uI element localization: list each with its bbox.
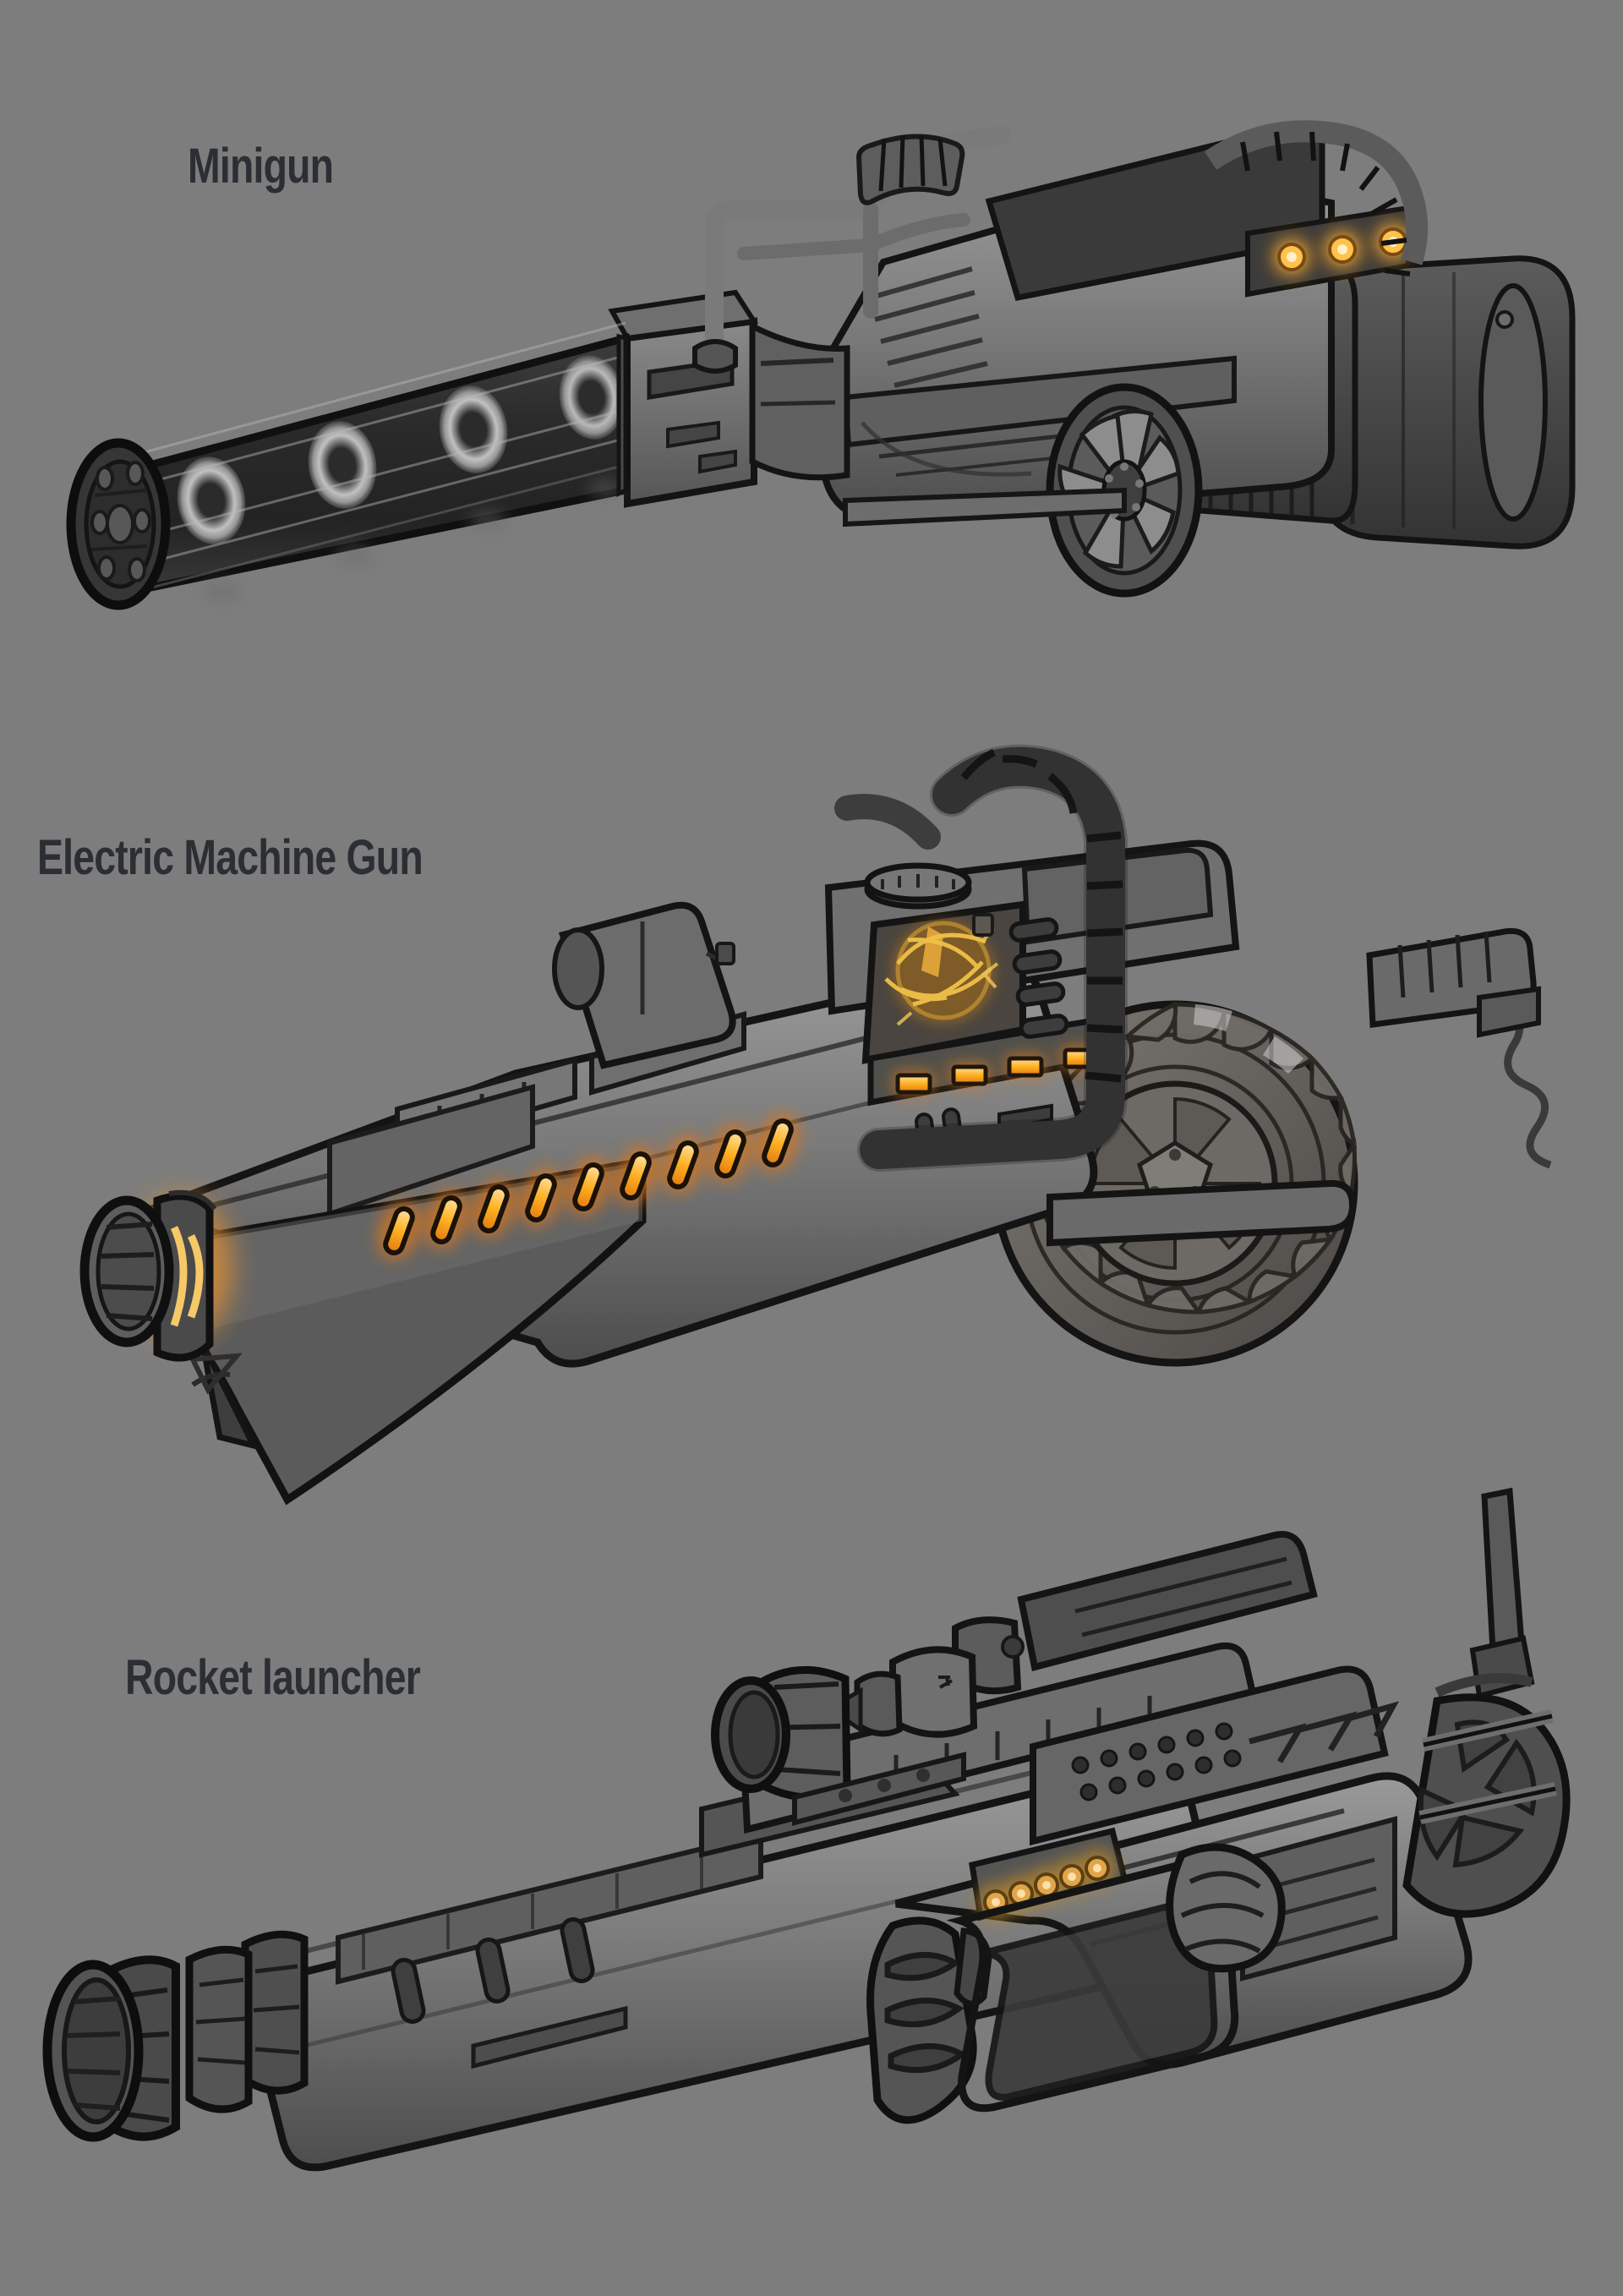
minigun-vent-rings xyxy=(177,355,625,544)
emg-armored-hose xyxy=(834,744,1128,1172)
minigun-barrel-shroud xyxy=(66,321,630,610)
weapon-label-electric-machine-gun: Electric Machine Gun xyxy=(37,830,424,885)
rl-pistol-grip xyxy=(866,1916,977,2124)
rl-rear-exhaust-cluster xyxy=(1402,1693,1571,1918)
minigun-rear-canister xyxy=(1315,255,1576,549)
electric-machine-gun-artwork xyxy=(79,744,1552,1506)
minigun-handle-grip-wrap xyxy=(855,134,965,205)
emg-energy-core-window xyxy=(861,900,1026,1064)
rl-muzzle-brake xyxy=(42,1955,180,2142)
minigun-ammo-feed-box xyxy=(608,289,759,508)
minigun-barrel-collar xyxy=(616,321,850,498)
emg-tail-block xyxy=(1477,986,1541,1038)
rl-antenna xyxy=(1434,1487,1535,1699)
weapon-label-rocket-launcher: Rocket launcher xyxy=(125,1650,421,1705)
emg-heat-vent-strip xyxy=(377,1112,800,1260)
weapon-label-minigun: Minigun xyxy=(188,139,334,194)
minigun-artwork xyxy=(66,120,1576,610)
minigun-indicator-light-panel xyxy=(1245,205,1418,298)
emg-spring-coil xyxy=(1495,1002,1552,1169)
minigun-rotary-turbine-wheel xyxy=(843,383,1203,598)
emg-slot-vents xyxy=(1008,917,1069,1039)
rocket-launcher-artwork xyxy=(42,1487,1571,2172)
minigun-coolant-hose xyxy=(1204,120,1429,276)
rl-barrel-rings xyxy=(185,1930,309,2113)
emg-capacitor-canister xyxy=(552,901,736,1069)
emg-ribbed-muzzle xyxy=(79,1189,232,1362)
minigun-receiver-body xyxy=(820,131,1335,523)
minigun-muzzle-face xyxy=(66,438,171,610)
emg-grip-rail xyxy=(1046,1179,1357,1247)
rl-charging-handle xyxy=(1166,1843,1286,1973)
rl-optical-scope xyxy=(711,1531,1318,1826)
